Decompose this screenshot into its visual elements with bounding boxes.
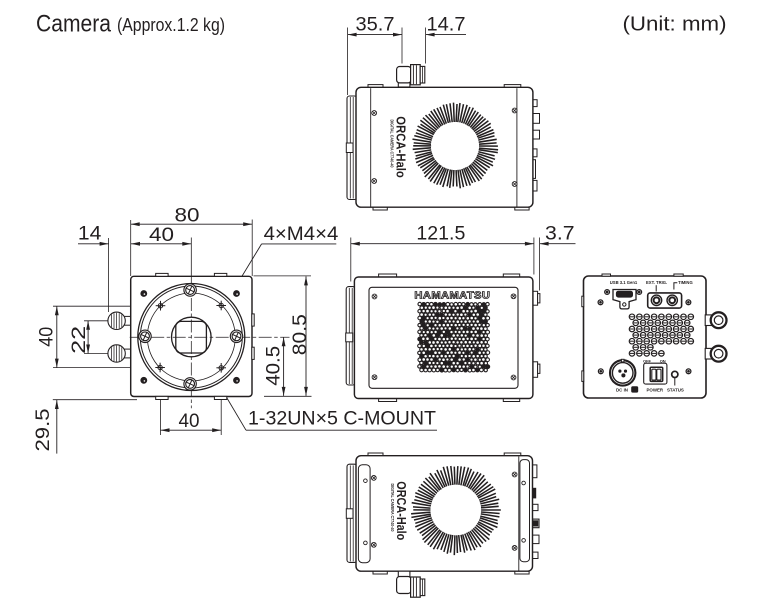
svg-text:4×M4×4: 4×M4×4 [264, 223, 339, 245]
svg-text:40.5: 40.5 [263, 346, 285, 386]
svg-text:USB 3.1 Gen1: USB 3.1 Gen1 [610, 280, 638, 285]
svg-text:DIGITAL CAMERA C7740-40: DIGITAL CAMERA C7740-40 [389, 120, 394, 169]
svg-text:80.5: 80.5 [289, 314, 311, 355]
svg-text:(Approx.1.2 kg): (Approx.1.2 kg) [117, 14, 225, 35]
svg-text:14: 14 [78, 223, 102, 245]
svg-text:14.7: 14.7 [427, 14, 466, 36]
svg-text:TIMING: TIMING [678, 280, 693, 285]
svg-text:ON: ON [660, 358, 666, 363]
svg-text:29.5: 29.5 [32, 408, 54, 451]
svg-text:3.7: 3.7 [545, 223, 575, 245]
svg-text:EXT. TRIG.: EXT. TRIG. [646, 280, 667, 285]
svg-text:40: 40 [36, 327, 58, 347]
svg-text:HAMAMATSU: HAMAMATSU [414, 291, 490, 302]
svg-text:STATUS: STATUS [667, 387, 684, 392]
svg-text:1-32UN×5 C-MOUNT: 1-32UN×5 C-MOUNT [248, 407, 436, 429]
svg-text:ORCA-Halo: ORCA-Halo [394, 116, 409, 178]
svg-text:OFF: OFF [643, 358, 652, 363]
svg-text:DIGITAL CAMERA C7740-40: DIGITAL CAMERA C7740-40 [390, 484, 395, 533]
svg-text:80: 80 [175, 204, 200, 226]
svg-text:DC IN: DC IN [616, 387, 628, 392]
svg-text:(Unit: mm): (Unit: mm) [623, 13, 727, 36]
svg-text:POWER: POWER [647, 387, 664, 392]
svg-text:121.5: 121.5 [416, 223, 465, 245]
svg-text:22: 22 [68, 326, 90, 354]
svg-text:Camera: Camera [36, 11, 112, 38]
svg-text:40: 40 [149, 224, 174, 246]
svg-text:40: 40 [179, 410, 200, 432]
svg-text:ORCA-Halo: ORCA-Halo [394, 481, 409, 540]
svg-text:35.7: 35.7 [356, 14, 395, 36]
